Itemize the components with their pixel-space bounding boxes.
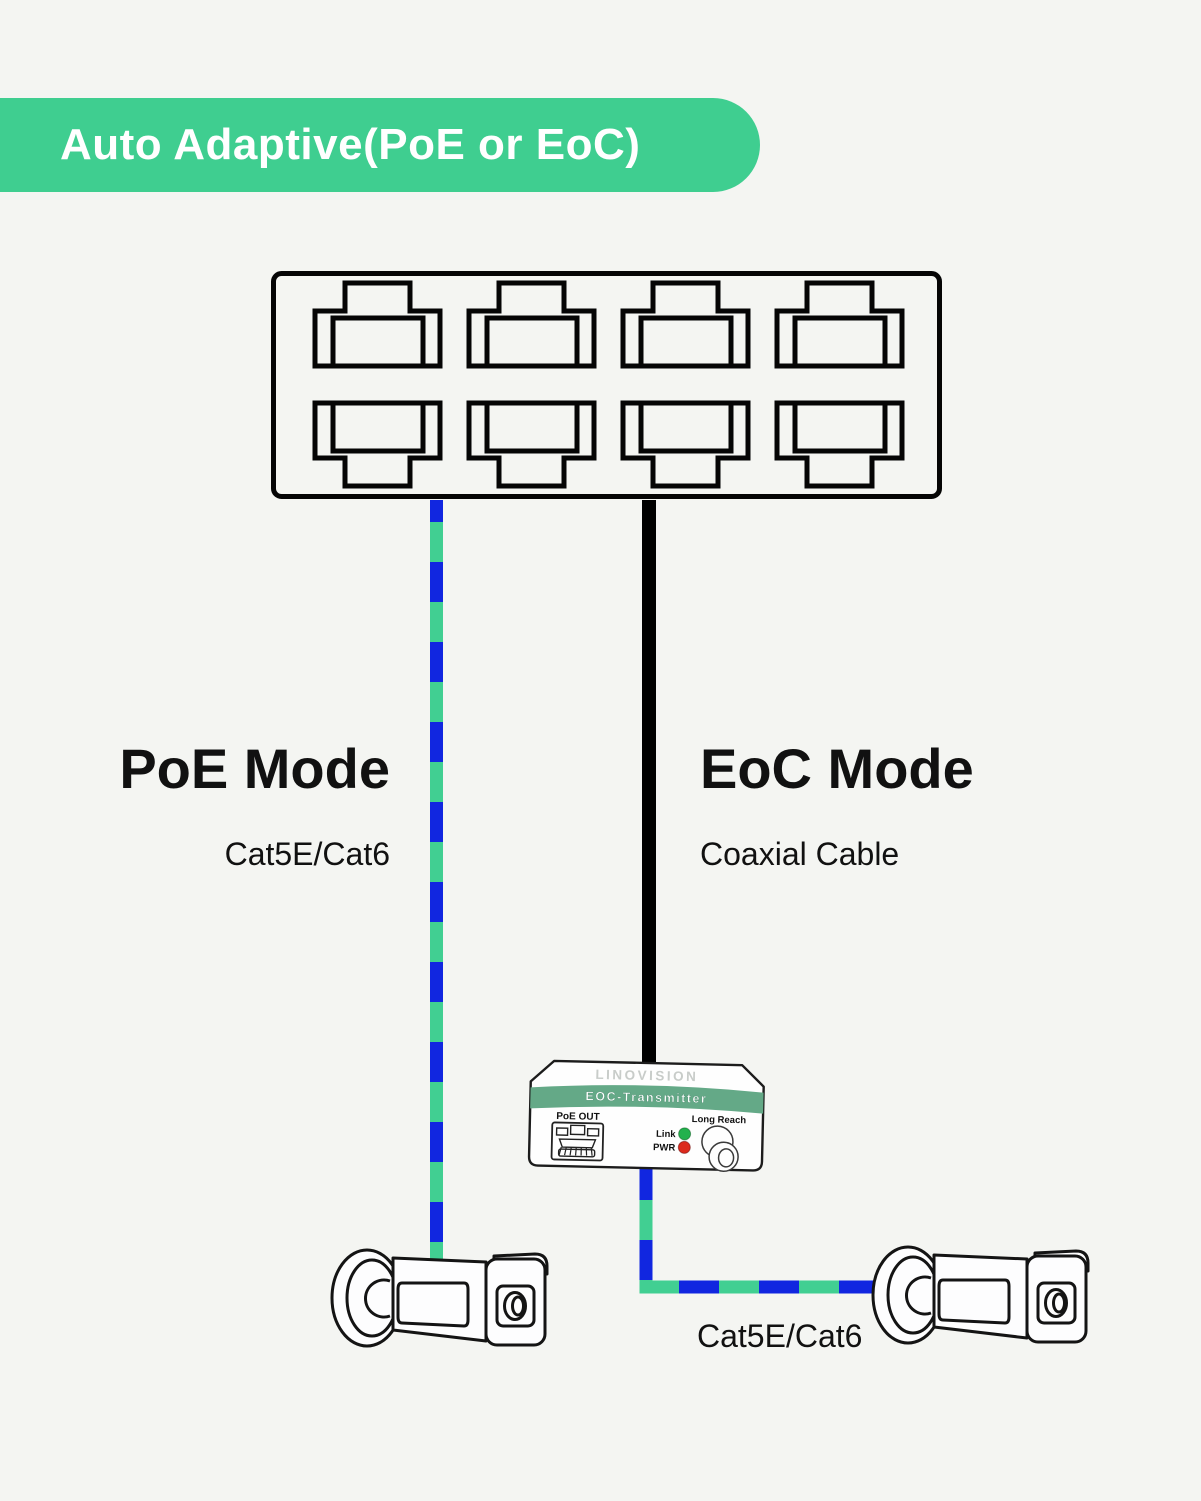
title-banner: Auto Adaptive(PoE or EoC)	[0, 98, 760, 192]
poe-mode-title: PoE Mode	[119, 737, 390, 800]
poe-cable-label: Cat5E/Cat6	[224, 836, 390, 872]
bnc-connector-icon	[701, 1125, 739, 1173]
eoc-cable-label: Coaxial Cable	[700, 836, 900, 872]
eoc-transmitter: LINOVISION EOC-Transmitter PoE OUT Link …	[527, 1059, 765, 1173]
switch-chassis	[271, 271, 942, 499]
ip-camera-left	[330, 1248, 549, 1348]
transmitter-brand: LINOVISION	[595, 1067, 698, 1084]
network-switch	[271, 271, 942, 499]
link-led-label: Link	[656, 1129, 676, 1140]
ip-camera-right	[871, 1245, 1090, 1345]
poe-out-label: PoE OUT	[556, 1111, 600, 1123]
poe-out-cable	[639, 1160, 880, 1294]
eoc-mode-title: EoC Mode	[700, 737, 974, 800]
transmitter-model: EOC-Transmitter	[585, 1089, 707, 1106]
bottom-cable-label: Cat5E/Cat6	[697, 1318, 863, 1354]
banner-title: Auto Adaptive(PoE or EoC)	[60, 120, 641, 169]
rj45-jack-icon	[550, 1121, 605, 1162]
transmitter-band	[530, 1085, 764, 1114]
link-led-icon	[678, 1127, 692, 1141]
long-reach-label: Long Reach	[692, 1114, 747, 1126]
pwr-led-icon	[677, 1140, 691, 1154]
pwr-led-label: PWR	[653, 1142, 676, 1154]
